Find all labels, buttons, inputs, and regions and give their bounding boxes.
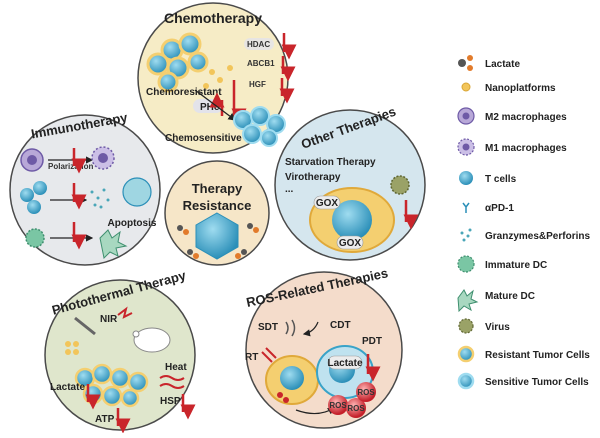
nanoplatform-cluster (65, 341, 79, 355)
mouse-icon (132, 327, 171, 353)
legend-label: Nanoplatforms (485, 83, 556, 94)
nanoplatform-icon (461, 82, 471, 92)
legend-label: αPD-1 (485, 203, 514, 214)
hgf-label: HGF (249, 80, 266, 89)
legend-item: Mature DC (457, 289, 535, 313)
ros-balls (328, 382, 376, 418)
chemoresistant-label: Chemoresistant (146, 87, 222, 98)
therapy-resistance-center: Therapy Resistance (164, 160, 270, 266)
pdt-label: PDT (362, 336, 382, 347)
legend-item: Granzymes&Perforins (460, 228, 590, 242)
virus-icon (458, 318, 474, 334)
virotherapy-label: Virotherapy (285, 172, 341, 183)
atp-label: ATP (95, 414, 115, 425)
legend-item: αPD-1 (462, 202, 514, 214)
heat-wave-2 (159, 383, 185, 389)
resistant-tumor-cell-icon (457, 345, 475, 363)
granzymes-icon (460, 228, 472, 242)
m2-macrophage-icon (457, 107, 475, 125)
ros-ball-label-1: ROS (329, 401, 347, 410)
gox-label-bottom: GOX (339, 238, 362, 249)
nanoplatform-dots (203, 65, 233, 89)
nir-lightning-icon (117, 306, 133, 319)
legend-label: M2 macrophages (485, 112, 567, 123)
immunotherapy-panel: Immunotherapy Polarization Apoptosis (9, 110, 161, 266)
ros-lactate-label: Lactate (327, 358, 362, 369)
legend-label: Virus (485, 322, 510, 333)
legend-item: Sensitive Tumor Cells (457, 372, 589, 390)
legend: Lactate Nanoplatforms M2 macrophages M1 … (457, 55, 590, 390)
sdt-label: SDT (258, 322, 278, 333)
abcb1-label: ABCB1 (247, 59, 275, 68)
legend-label: T cells (485, 174, 517, 185)
immature-dc-icon (457, 255, 475, 273)
legend-label: Resistant Tumor Cells (485, 350, 590, 361)
lactate-icon (458, 55, 473, 71)
immature-dc (25, 228, 45, 248)
center-title-line1: Therapy (192, 181, 243, 196)
m1-macrophage-icon (457, 138, 475, 156)
virus-particle (390, 175, 410, 195)
legend-label: Granzymes&Perforins (485, 231, 590, 242)
rt-label: RT (245, 352, 258, 363)
mature-dc (99, 229, 128, 260)
legend-label: Lactate (485, 59, 520, 70)
legend-item: M1 macrophages (457, 138, 567, 156)
nir-label: NIR (100, 314, 118, 325)
legend-label: Immature DC (485, 260, 547, 271)
apoptosis-label: Apoptosis (108, 218, 157, 229)
center-title-line2: Resistance (183, 198, 252, 213)
syringe-icon (74, 316, 96, 336)
ultrasound-wave-icon (285, 319, 296, 337)
ros-ball-label-2: ROS (347, 404, 365, 413)
legend-label: Mature DC (485, 291, 535, 302)
apd1-icon (462, 202, 470, 213)
hsp-label: HSP (160, 396, 181, 407)
chemosensitive-label: Chemosensitive (165, 133, 242, 144)
legend-item: Lactate (458, 55, 520, 71)
legend-item: Virus (458, 318, 510, 334)
radiation-beam-icon (261, 347, 277, 363)
ros-resistant-tumor-cell (265, 355, 319, 405)
chemosensitive-tumor-cluster (233, 106, 286, 147)
cdt-arrow (302, 321, 319, 337)
legend-item: Resistant Tumor Cells (457, 345, 590, 363)
polarization-label: Polarization (48, 162, 93, 171)
legend-label: M1 macrophages (485, 143, 567, 154)
chemo-transition-arrow (194, 89, 237, 121)
photo-lactate-label: Lactate (50, 382, 85, 393)
hdac-label-overlay: HDAC (247, 40, 270, 49)
chemotherapy-panel: Chemotherapy HDAC ABCB1 HGF HDAC Chemore… (137, 2, 297, 154)
chemotherapy-title: Chemotherapy (164, 10, 262, 26)
gox-label-top: GOX (316, 198, 339, 209)
ros-panel: ROS-Related Therapies SDT CDT PDT RT Lac… (245, 265, 403, 429)
lactate-molecules (177, 223, 259, 259)
t-cell-icon (459, 171, 473, 185)
legend-item: T cells (459, 171, 517, 185)
granzymes-dots (90, 188, 110, 209)
ellipsis-label: ... (285, 184, 294, 195)
cdt-label: CDT (330, 320, 351, 331)
t-cells-group (20, 181, 47, 214)
phe-label: PHe (200, 102, 220, 113)
resistant-core-hexagon (195, 212, 239, 260)
legend-item: Immature DC (457, 255, 547, 273)
legend-item: M2 macrophages (457, 107, 567, 125)
legend-label: Sensitive Tumor Cells (485, 377, 589, 388)
starvation-therapy-label: Starvation Therapy (285, 157, 376, 168)
sensitive-tumor-cell-icon (457, 372, 475, 390)
chemoresistant-tumor-cluster (146, 32, 209, 93)
mature-dc-icon (457, 289, 479, 313)
heat-label: Heat (165, 362, 187, 373)
m2-macrophage (20, 148, 44, 172)
legend-item: Nanoplatforms (461, 82, 556, 94)
heat-wave-1 (159, 375, 185, 381)
photothermal-panel: Photothermal Therapy NIR Heat Lactate AT (44, 267, 196, 434)
ros-ball-label-3: ROS (357, 388, 375, 397)
m1-macrophage (91, 146, 115, 170)
other-therapies-panel: Other Therapies Starvation Therapy Virot… (274, 104, 426, 261)
apoptotic-tumor-cell (122, 177, 152, 207)
